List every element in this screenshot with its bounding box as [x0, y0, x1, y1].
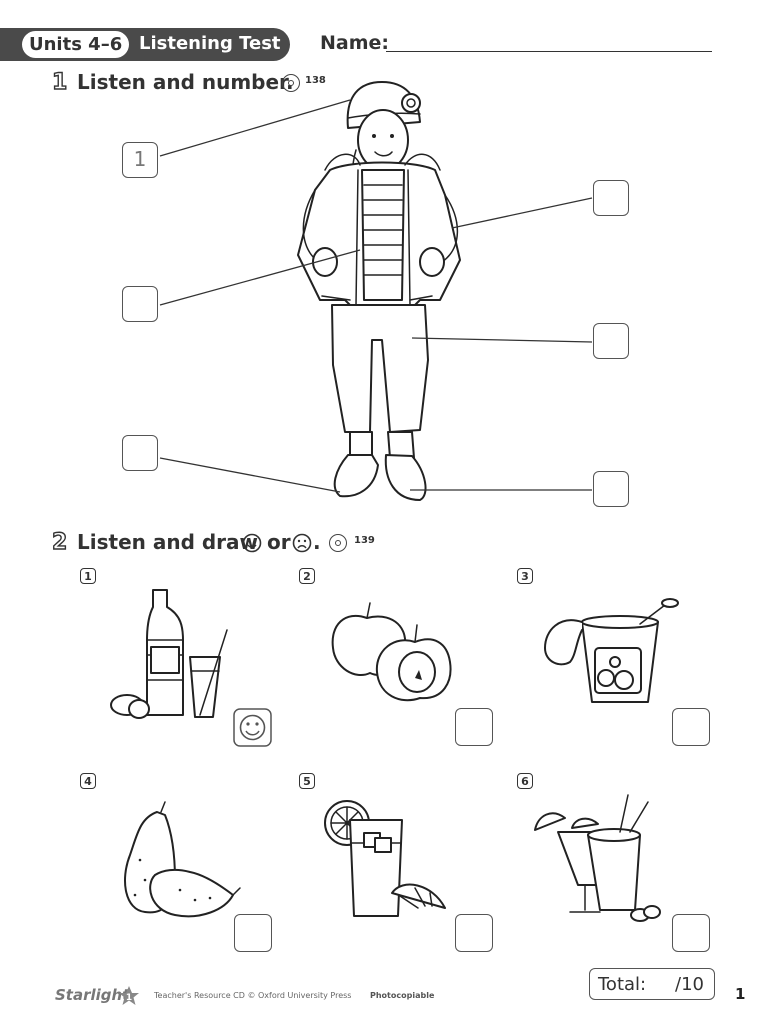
answer-box-socks[interactable]: [593, 471, 629, 507]
cd-credit: Teacher's Resource CD © Oxford Universit…: [154, 991, 352, 1000]
item-label-2: 2: [299, 568, 315, 584]
item-label-5: 5: [299, 773, 315, 789]
answer-box-trousers[interactable]: [593, 323, 629, 359]
girl-illustration: [297, 81, 461, 501]
example-smiley-answer: [233, 708, 272, 747]
item-label-1: 1: [80, 568, 96, 584]
audio-cd-icon: [329, 534, 347, 552]
yogurt-picture: [544, 598, 679, 703]
total-box[interactable]: [589, 968, 715, 1000]
answer-box-shoes[interactable]: [122, 435, 158, 471]
level-number: 1: [126, 993, 132, 1003]
exercise-2-or: or: [267, 530, 291, 554]
item-label-6: 6: [517, 773, 533, 789]
answer-box-smoothies[interactable]: [672, 914, 710, 952]
smoothies-picture: [534, 794, 661, 922]
total-label: Total:: [598, 974, 647, 995]
lemonade-bottle-picture: [110, 589, 228, 719]
exercise-2-period: .: [313, 530, 321, 554]
exercise-2-title: Listen and draw: [77, 530, 258, 554]
exercise-1-number: 1: [51, 69, 68, 95]
name-field[interactable]: [386, 51, 712, 52]
item-label-4: 4: [80, 773, 96, 789]
page-number: 1: [735, 985, 746, 1003]
answer-box-shirt[interactable]: [122, 286, 158, 322]
exercise-1-track: 138: [305, 75, 326, 86]
answer-box-yogurt[interactable]: [672, 708, 710, 746]
total-max: /10: [675, 974, 704, 995]
brand-logo: Starlight: [55, 986, 130, 1004]
exercise-2-number: 2: [51, 529, 68, 555]
test-title: Listening Test: [139, 33, 281, 54]
orange-juice-picture: [324, 800, 446, 917]
leader-lines: [159, 99, 593, 493]
answer-box-pears[interactable]: [234, 914, 272, 952]
apples-picture: [331, 602, 452, 702]
exercise-1-title: Listen and number.: [77, 70, 294, 94]
pears-picture: [124, 801, 241, 918]
answer-box-apples[interactable]: [455, 708, 493, 746]
sad-face-icon: [292, 533, 312, 553]
answer-box-jacket[interactable]: [593, 180, 629, 216]
name-label: Name:: [320, 32, 390, 54]
unit-label: Units 4–6: [22, 31, 130, 58]
answer-box-hat[interactable]: 1: [122, 142, 158, 178]
photocopiable-label: Photocopiable: [370, 991, 435, 1000]
answer-box-orange-juice[interactable]: [455, 914, 493, 952]
audio-cd-icon: [282, 74, 300, 92]
smiley-icon: [242, 533, 262, 553]
item-label-3: 3: [517, 568, 533, 584]
level-badge-icon: 1: [119, 986, 139, 1005]
exercise-2-track: 139: [354, 535, 375, 546]
